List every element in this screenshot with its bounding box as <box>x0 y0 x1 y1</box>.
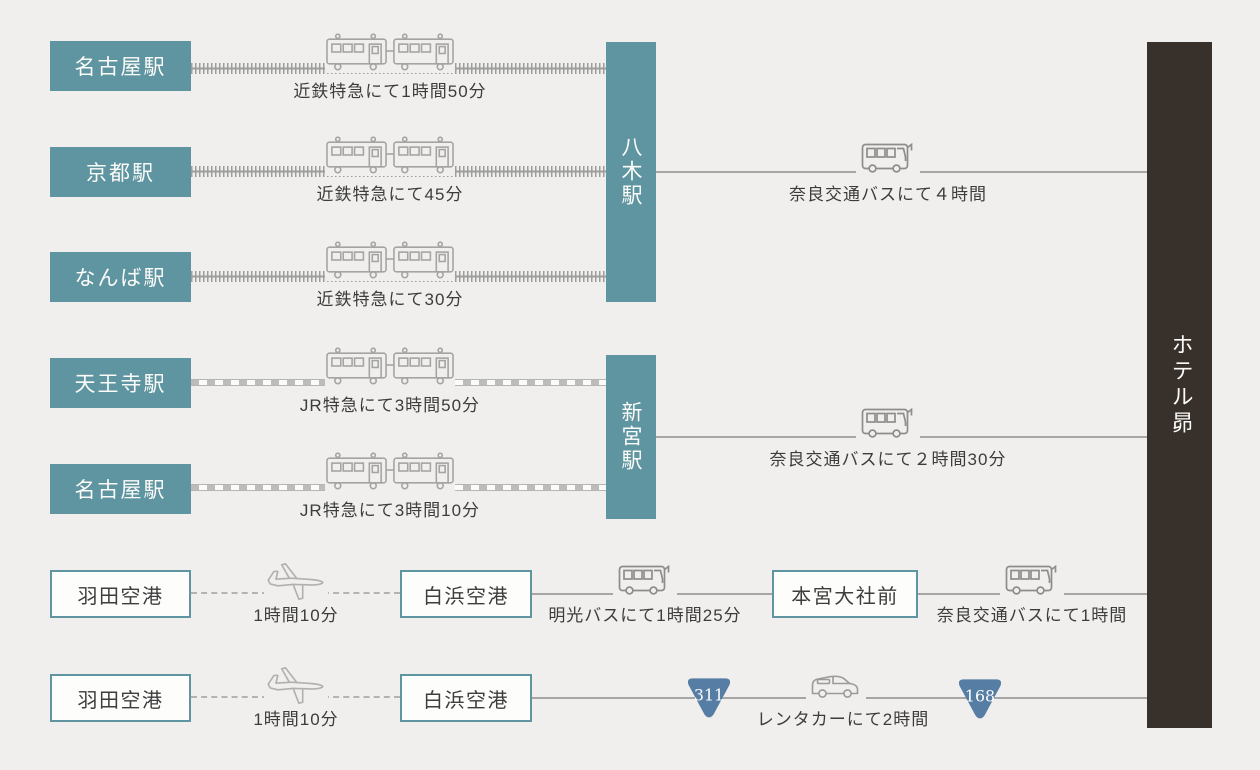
route-duration-label: 奈良交通バスにて２時間30分 <box>769 450 1007 469</box>
bus-icon <box>856 403 920 441</box>
station-box-nagoya-jr: 名古屋駅 <box>50 464 191 514</box>
car-icon <box>806 668 866 702</box>
hub-box-yagi-station: 八木駅 <box>606 42 656 302</box>
airport-label: 羽田空港 <box>77 687 164 712</box>
train-icon <box>325 134 455 176</box>
stop-label: 本宮大社前 <box>791 583 899 608</box>
route-duration-label: 明光バスにて1時間25分 <box>548 606 742 625</box>
flight-duration-label: 1時間10分 <box>253 710 339 729</box>
route-duration-label: JR特急にて3時間50分 <box>299 396 481 415</box>
train-icon <box>325 31 455 73</box>
station-label: なんば駅 <box>74 266 167 290</box>
station-label: 名古屋駅 <box>74 478 167 502</box>
hub-label: 新宮駅 <box>619 401 643 473</box>
train-icon <box>325 450 455 492</box>
station-label: 京都駅 <box>86 161 155 185</box>
bus-icon <box>1000 560 1064 598</box>
route-duration-label: 近鉄特急にて45分 <box>316 185 464 204</box>
route-duration-label: 近鉄特急にて30分 <box>316 290 464 309</box>
airport-box-shirahama-2: 白浜空港 <box>400 674 532 722</box>
station-box-tennoji: 天王寺駅 <box>50 358 191 408</box>
station-label: 名古屋駅 <box>74 55 167 79</box>
flight-duration-label: 1時間10分 <box>253 606 339 625</box>
bus-icon <box>613 560 677 598</box>
airport-box-haneda-2: 羽田空港 <box>50 674 191 722</box>
station-box-nagoya: 名古屋駅 <box>50 41 191 91</box>
airport-label: 羽田空港 <box>77 583 164 608</box>
route-badge-icon-311: 311 <box>687 678 731 718</box>
stop-box-hongu-taisha-mae: 本宮大社前 <box>772 570 918 618</box>
hotel-name: ホテル昴 <box>1167 333 1193 437</box>
route-duration-label: レンタカーにて2時間 <box>756 710 930 729</box>
airport-label: 白浜空港 <box>423 583 509 608</box>
airplane-icon <box>264 664 328 708</box>
station-box-kyoto: 京都駅 <box>50 147 191 197</box>
route-duration-label: 奈良交通バスにて４時間 <box>789 185 987 204</box>
hub-box-shingu-station: 新宮駅 <box>606 355 656 519</box>
route-number: 311 <box>694 685 724 704</box>
station-label: 天王寺駅 <box>74 372 167 396</box>
airport-label: 白浜空港 <box>423 687 509 712</box>
airport-box-haneda: 羽田空港 <box>50 570 191 618</box>
hub-label: 八木駅 <box>619 136 643 208</box>
route-badge-icon-168: 168 <box>958 679 1002 719</box>
route-duration-label: JR特急にて3時間10分 <box>299 501 481 520</box>
train-icon <box>325 239 455 281</box>
airport-box-shirahama: 白浜空港 <box>400 570 532 618</box>
train-icon <box>325 345 455 387</box>
airplane-icon <box>264 560 328 604</box>
station-box-namba: なんば駅 <box>50 252 191 302</box>
hotel-bar: ホテル昴 <box>1147 42 1212 728</box>
route-duration-label: 近鉄特急にて1時間50分 <box>293 82 487 101</box>
bus-icon <box>856 138 920 176</box>
route-duration-label: 奈良交通バスにて1時間 <box>936 606 1128 625</box>
route-number: 168 <box>965 686 995 705</box>
